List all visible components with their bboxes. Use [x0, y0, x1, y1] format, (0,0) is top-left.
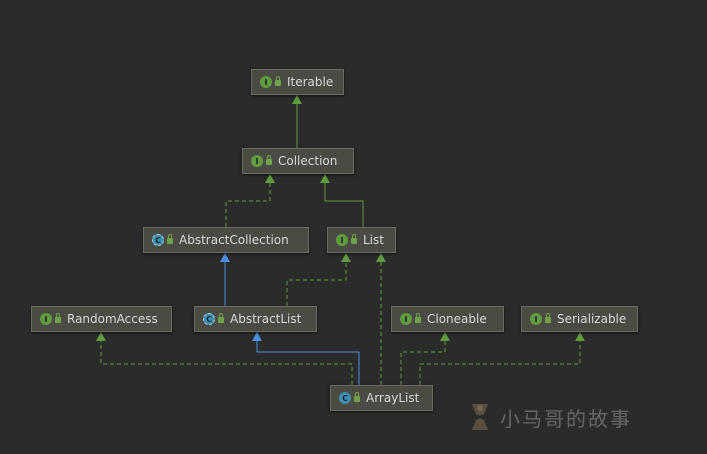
watermark-text: 小马哥的故事 — [500, 406, 632, 431]
node-label: List — [363, 233, 384, 247]
edge-arraylist-to-cloneable — [400, 332, 446, 385]
node-label: RandomAccess — [67, 312, 158, 326]
edge-list-to-collection — [324, 174, 364, 227]
public-lock-icon — [266, 155, 272, 165]
interface-badge-icon: I — [40, 313, 52, 325]
public-lock-icon — [275, 76, 281, 86]
node-iterable[interactable]: I Iterable — [251, 69, 344, 95]
node-label: Collection — [278, 154, 338, 168]
interface-badge-icon: I — [260, 76, 272, 88]
public-lock-icon — [415, 313, 421, 323]
interface-badge-icon: I — [336, 234, 348, 246]
arrowhead-list-to-collection — [320, 174, 330, 183]
interface-badge-icon: I — [251, 155, 263, 167]
interface-badge-icon: I — [400, 313, 412, 325]
node-label: AbstractCollection — [179, 233, 289, 247]
node-abstractcollection[interactable]: C AbstractCollection — [143, 227, 309, 253]
node-label: Iterable — [287, 75, 334, 89]
edge-abstractcollection-to-collection — [225, 174, 271, 227]
node-collection[interactable]: I Collection — [242, 148, 354, 174]
node-arraylist[interactable]: C ArrayList — [330, 385, 433, 411]
public-lock-icon — [354, 392, 360, 402]
abstract-class-badge-icon: C — [152, 234, 164, 246]
node-label: Serializable — [557, 312, 627, 326]
class-badge-icon: C — [339, 392, 351, 404]
node-label: Cloneable — [427, 312, 487, 326]
edge-arraylist-to-serializable — [419, 332, 581, 385]
arrowhead-arraylist-to-abstractlist — [252, 332, 262, 341]
interface-badge-icon: I — [530, 313, 542, 325]
arrowhead-arraylist-to-serializable — [575, 332, 585, 341]
node-cloneable[interactable]: I Cloneable — [391, 306, 504, 332]
arrowhead-arraylist-to-randomaccess — [96, 332, 106, 341]
arrowhead-collection-to-iterable — [292, 95, 302, 104]
arrowhead-arraylist-to-cloneable — [440, 332, 450, 341]
public-lock-icon — [218, 313, 224, 323]
node-label: ArrayList — [366, 391, 420, 405]
node-serializable[interactable]: I Serializable — [521, 306, 638, 332]
edge-arraylist-to-randomaccess — [100, 332, 353, 385]
public-lock-icon — [167, 234, 173, 244]
arrowhead-abstractlist-to-list — [341, 253, 351, 262]
hourglass-logo-icon — [472, 404, 488, 430]
watermark: 小马哥的故事 — [468, 402, 632, 432]
node-abstractlist[interactable]: C AbstractList — [194, 306, 317, 332]
public-lock-icon — [545, 313, 551, 323]
node-list[interactable]: I List — [327, 227, 396, 253]
arrowhead-abstractcollection-to-collection — [265, 174, 275, 183]
arrowhead-arraylist-to-list — [376, 253, 386, 262]
public-lock-icon — [55, 313, 61, 323]
edge-arraylist-to-abstractlist — [256, 332, 360, 385]
node-randomaccess[interactable]: I RandomAccess — [31, 306, 172, 332]
node-label: AbstractList — [230, 312, 302, 326]
abstract-class-badge-icon: C — [203, 313, 215, 325]
arrowhead-abstractlist-to-abstractcollection — [220, 253, 230, 262]
edge-abstractlist-to-list — [286, 253, 347, 306]
public-lock-icon — [351, 234, 357, 244]
